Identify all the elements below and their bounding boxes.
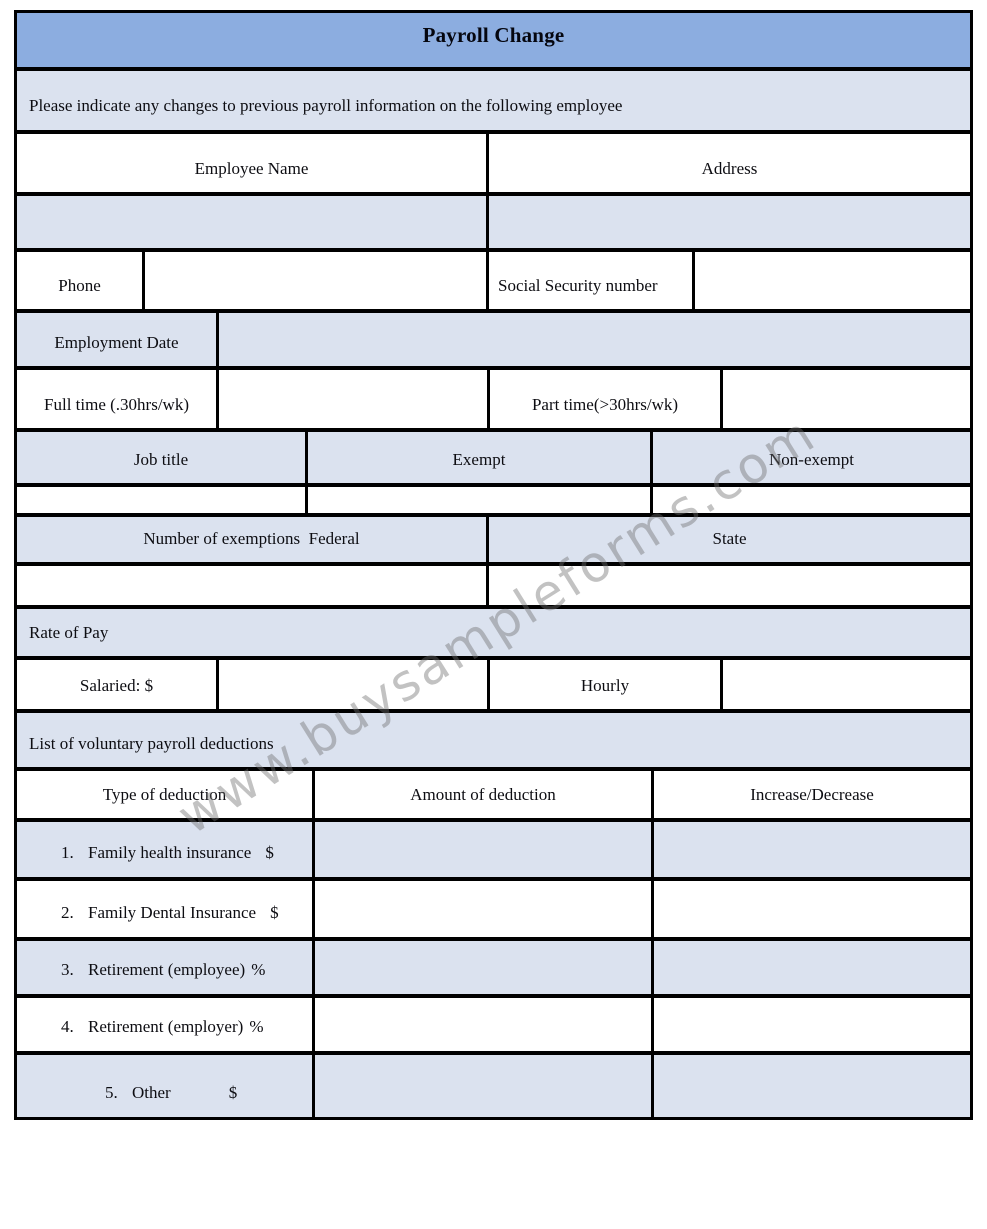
deductions-heading: List of voluntary payroll deductions (29, 734, 274, 753)
exempt-field[interactable] (308, 487, 653, 513)
non-exempt-label: Non-exempt (769, 450, 854, 469)
exemptions-federal-label: Number of exemptions Federal (17, 517, 489, 562)
job-title-field[interactable] (17, 487, 308, 513)
deduction-change-field-5[interactable] (654, 1055, 970, 1117)
part-time-field[interactable] (723, 370, 970, 428)
name-address-entry-row (17, 196, 970, 252)
deduction-row-retirement-employee: 3. Retirement (employee) % (17, 941, 970, 998)
exemptions-label-row: Number of exemptions Federal State (17, 517, 970, 566)
deductions-header-row: Type of deduction Amount of deduction In… (17, 771, 970, 822)
deductions-heading-row: List of voluntary payroll deductions (17, 713, 970, 771)
address-field[interactable] (489, 196, 970, 248)
page-title: Payroll Change (17, 13, 970, 67)
deduction-label-2: 2. Family Dental Insurance $ (17, 881, 315, 937)
exempt-label: Exempt (308, 432, 653, 483)
intro-instruction: Please indicate any changes to previous … (17, 71, 970, 130)
state-label: State (712, 529, 747, 548)
social-security-label: Social Security number (489, 252, 695, 309)
name-address-label-row: Employee Name Address (17, 134, 970, 196)
intro-row: Please indicate any changes to previous … (17, 71, 970, 134)
intro-text: Please indicate any changes to previous … (29, 96, 623, 115)
deduction-amount-field-2[interactable] (315, 881, 654, 937)
employment-date-field[interactable] (219, 313, 970, 366)
job-title-label: Job title (17, 432, 308, 483)
part-time-label: Part time(>30hrs/wk) (490, 370, 723, 428)
exemptions-entry-row (17, 566, 970, 609)
hourly-label: Hourly (490, 660, 723, 709)
deduction-row-family-dental: 2. Family Dental Insurance $ (17, 881, 970, 941)
social-security-field[interactable] (695, 252, 970, 309)
form-title-row: Payroll Change (17, 13, 970, 71)
deduction-label-5: 5. Other $ (17, 1055, 315, 1117)
hourly-field[interactable] (723, 660, 970, 709)
phone-field[interactable] (145, 252, 489, 309)
deduction-row-other: 5. Other $ (17, 1055, 970, 1117)
deduction-amount-field-5[interactable] (315, 1055, 654, 1117)
employee-name-label: Employee Name (17, 134, 489, 192)
full-time-field[interactable] (219, 370, 490, 428)
full-time-label: Full time (.30hrs/wk) (17, 370, 219, 428)
deduction-label-3: 3. Retirement (employee) % (17, 941, 315, 994)
rate-of-pay-row: Rate of Pay (17, 609, 970, 660)
deduction-amount-field-3[interactable] (315, 941, 654, 994)
exemptions-federal-field[interactable] (17, 566, 489, 605)
deduction-change-field-2[interactable] (654, 881, 970, 937)
col-header-increase-decrease: Increase/Decrease (750, 785, 874, 804)
page-title-text: Payroll Change (422, 23, 565, 47)
col-header-amount-of-deduction: Amount of deduction (315, 771, 654, 818)
employment-date-row: Employment Date (17, 313, 970, 370)
address-label: Address (701, 159, 758, 178)
payroll-change-form: Payroll Change Please indicate any chang… (14, 10, 973, 1120)
salaried-label: Salaried: $ (17, 660, 219, 709)
deduction-amount-field-4[interactable] (315, 998, 654, 1051)
state-field[interactable] (489, 566, 970, 605)
deduction-row-family-health: 1. Family health insurance $ (17, 822, 970, 881)
phone-ssn-row: Phone Social Security number (17, 252, 970, 313)
deduction-change-field-1[interactable] (654, 822, 970, 877)
deduction-label-4: 4. Retirement (employer) % (17, 998, 315, 1051)
non-exempt-field[interactable] (653, 487, 970, 513)
salaried-hourly-row: Salaried: $ Hourly (17, 660, 970, 713)
rate-of-pay-label: Rate of Pay (29, 623, 109, 642)
salaried-field[interactable] (219, 660, 490, 709)
job-title-row: Job title Exempt Non-exempt (17, 432, 970, 487)
col-header-type-of-deduction: Type of deduction (17, 771, 315, 818)
job-title-entry-row (17, 487, 970, 517)
phone-label: Phone (17, 252, 145, 309)
fulltime-parttime-row: Full time (.30hrs/wk) Part time(>30hrs/w… (17, 370, 970, 432)
employment-date-label: Employment Date (17, 313, 219, 366)
deduction-row-retirement-employer: 4. Retirement (employer) % (17, 998, 970, 1055)
deduction-amount-field-1[interactable] (315, 822, 654, 877)
deduction-change-field-4[interactable] (654, 998, 970, 1051)
deduction-label-1: 1. Family health insurance $ (17, 822, 315, 877)
employee-name-field[interactable] (17, 196, 489, 248)
deduction-change-field-3[interactable] (654, 941, 970, 994)
